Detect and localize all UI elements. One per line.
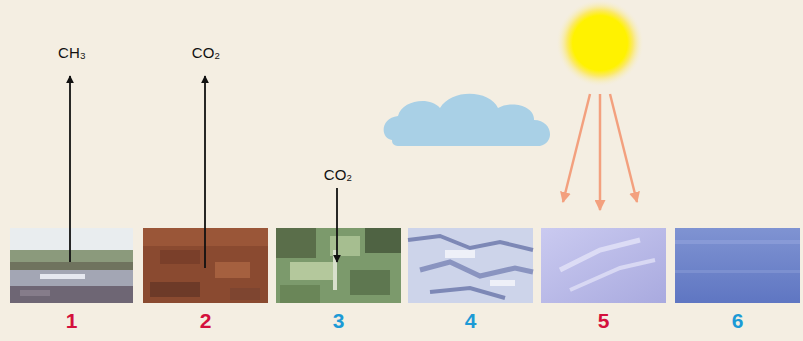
sea-ice-tile: [408, 228, 533, 303]
ocean-tile: [675, 228, 800, 303]
callout-number: 5: [541, 309, 666, 333]
habitat-tile: 1: [10, 228, 133, 303]
snow-tile: [541, 228, 666, 303]
sun: [556, 0, 644, 87]
wetland-tile: [10, 228, 133, 303]
habitat-tile: 2: [143, 228, 268, 303]
forest-tile: [276, 228, 401, 303]
habitat-tile: 5: [541, 228, 666, 303]
sunlight-ray: [599, 94, 602, 210]
callout-number: 1: [10, 309, 133, 333]
methane-arrow: [69, 76, 71, 262]
callout-number: 3: [276, 309, 401, 333]
gas-label: CO₂: [324, 166, 352, 184]
sunlight-ray: [563, 94, 590, 202]
emission-arrow: [204, 76, 206, 268]
habitat-tile: 3: [276, 228, 401, 303]
habitat-tile: 4: [408, 228, 533, 303]
uptake-arrow: [336, 188, 338, 262]
callout-number: 6: [675, 309, 800, 333]
habitat-tile: 6: [675, 228, 800, 303]
gas-label: CO₂: [192, 44, 220, 62]
callout-number: 4: [408, 309, 533, 333]
callout-number: 2: [143, 309, 268, 333]
cloud: [384, 94, 550, 146]
sunlight-ray: [610, 94, 637, 202]
gas-label: CH₃: [58, 44, 86, 62]
